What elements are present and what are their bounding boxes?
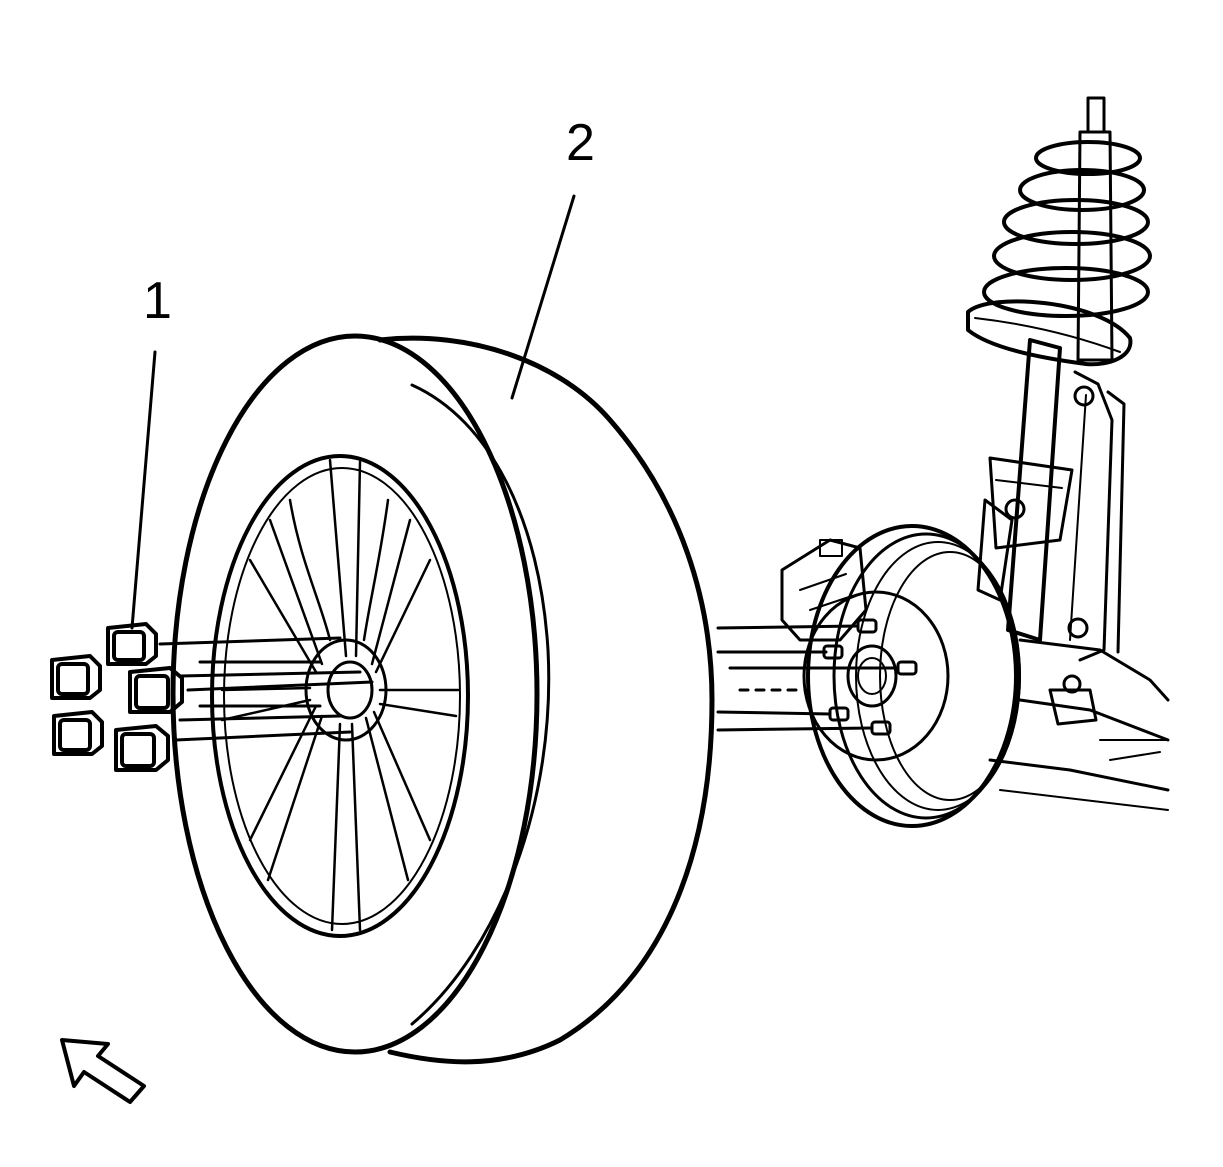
wheel-nut xyxy=(50,654,102,700)
wheel-spokes xyxy=(220,458,460,932)
coil-spring xyxy=(982,140,1152,318)
brake-assembly xyxy=(780,524,1021,828)
wheel-nut xyxy=(52,710,104,756)
leader-line-2 xyxy=(510,194,576,400)
direction-arrow-icon xyxy=(60,1038,146,1104)
tire-and-wheel xyxy=(170,333,715,1065)
callout-2-label: 2 xyxy=(566,114,595,172)
wheel-nuts xyxy=(50,622,184,772)
wheel-nut xyxy=(106,622,158,666)
leader-line-1 xyxy=(130,350,157,630)
alignment-lines-hub xyxy=(716,624,900,732)
alignment-lines-nuts xyxy=(158,636,374,742)
wheel-nut xyxy=(128,666,184,714)
wheel-nut xyxy=(114,724,170,772)
strut-assembly xyxy=(966,96,1170,811)
callout-1-label: 1 xyxy=(143,272,172,330)
